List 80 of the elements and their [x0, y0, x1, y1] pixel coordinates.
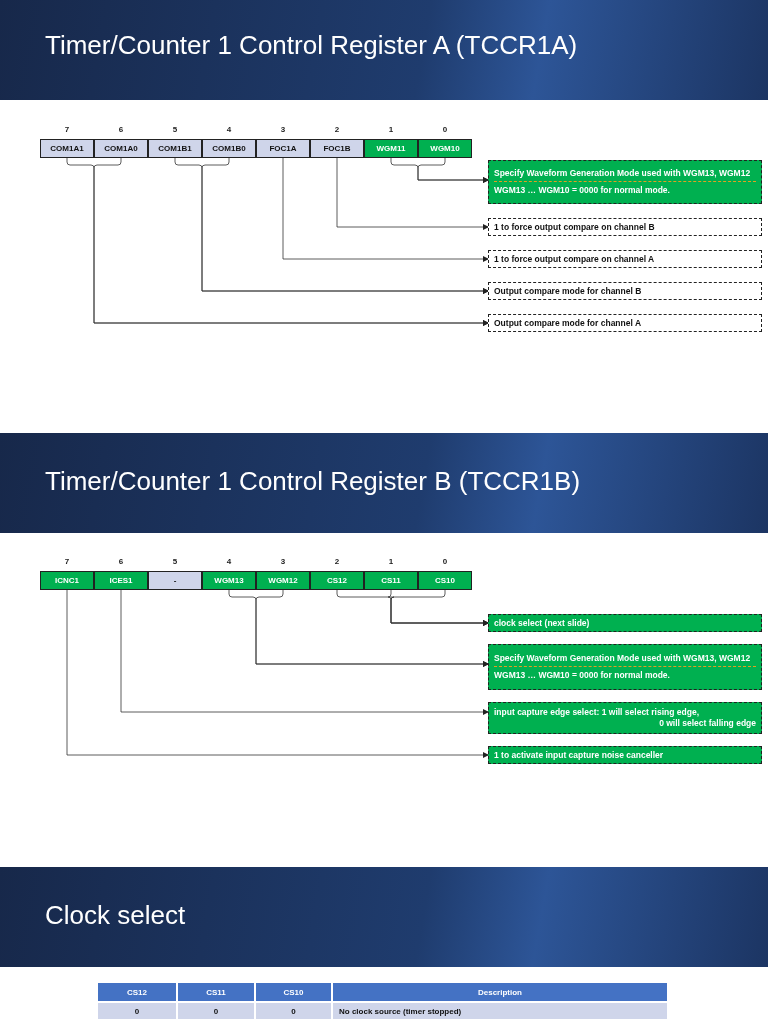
bit-number: 4	[225, 557, 233, 566]
register-bit-field	[202, 571, 256, 590]
description-text: input capture edge select: 1 will select rising edge,	[494, 707, 700, 718]
description-text: Specify Waveform Generation Mode used with WGM13, WGM12	[494, 168, 752, 179]
register-bit-field	[310, 571, 364, 590]
bit-name: WGM10	[430, 144, 460, 153]
table-cell: 0	[177, 1002, 255, 1020]
register-bit-field	[364, 139, 418, 158]
bit-number: 1	[387, 125, 395, 134]
register-bit-field	[40, 139, 94, 158]
register-bit-field	[256, 139, 310, 158]
description-box	[488, 250, 762, 268]
register-bit-field	[40, 571, 94, 590]
bit-name: ICNC1	[55, 576, 79, 585]
register-bit-field	[418, 139, 472, 158]
register-bit-field	[310, 139, 364, 158]
bit-number: 0	[441, 557, 449, 566]
slide-title: Timer/Counter 1 Control Register A (TCCR1A)	[45, 30, 578, 61]
bit-number: 3	[279, 557, 287, 566]
description-text: WGM13 … WGM10 = 0000 for normal mode.	[494, 666, 756, 681]
bit-number: 3	[279, 125, 287, 134]
bit-number: 5	[171, 557, 179, 566]
bit-name: CS10	[435, 576, 455, 585]
table-cell: 0	[255, 1002, 332, 1020]
table-header-cell: CS10	[255, 982, 332, 1002]
table-header-cell: CS12	[97, 982, 177, 1002]
description-text: 0 will select falling edge	[658, 718, 756, 729]
description-text: Output compare mode for channel B	[494, 285, 643, 297]
table-cell: 0	[97, 1002, 177, 1020]
register-bit-field	[94, 571, 148, 590]
register-bit-field	[418, 571, 472, 590]
table-cell: No clock source (timer stopped)	[332, 1002, 668, 1020]
register-bit-field	[148, 571, 202, 590]
bit-name: FOC1B	[323, 144, 351, 153]
bit-name: COM1B1	[158, 144, 192, 153]
bit-number: 6	[117, 125, 125, 134]
description-box	[488, 614, 762, 632]
bit-name: WGM13	[214, 576, 244, 585]
bit-number: 7	[63, 125, 71, 134]
bit-number: 5	[171, 125, 179, 134]
bit-name: COM1A1	[50, 144, 84, 153]
description-text: Output compare mode for channel A	[494, 317, 643, 329]
bit-name: WGM11	[376, 144, 406, 153]
table-header-cell: CS11	[177, 982, 255, 1002]
description-box	[488, 746, 762, 764]
description-box	[488, 314, 762, 332]
description-text: 1 to activate input capture noise canceller	[494, 749, 665, 761]
slide-title: Clock select	[45, 900, 186, 931]
bit-number: 1	[387, 557, 395, 566]
description-text: Specify Waveform Generation Mode used with WGM13, WGM12	[494, 653, 752, 664]
register-bit-field	[94, 139, 148, 158]
bit-name: -	[173, 576, 177, 585]
bit-name: FOC1A	[269, 144, 297, 153]
description-box	[488, 644, 762, 690]
description-box	[488, 282, 762, 300]
description-box	[488, 218, 762, 236]
bit-name: COM1A0	[104, 144, 138, 153]
description-box	[488, 702, 762, 734]
bit-number: 2	[333, 125, 341, 134]
bit-number: 0	[441, 125, 449, 134]
bit-name: WGM12	[268, 576, 298, 585]
description-text: 1 to force output compare on channel A	[494, 253, 656, 265]
description-text: 1 to force output compare on channel B	[494, 221, 656, 233]
description-text: clock select (next slide)	[494, 617, 591, 629]
register-bit-field	[202, 139, 256, 158]
bit-number: 4	[225, 125, 233, 134]
bit-name: ICES1	[109, 576, 133, 585]
slide-title: Timer/Counter 1 Control Register B (TCCR1B)	[45, 466, 581, 497]
bit-name: CS11	[381, 576, 401, 585]
bit-number: 7	[63, 557, 71, 566]
description-text: WGM13 … WGM10 = 0000 for normal mode.	[494, 181, 756, 196]
bit-name: COM1B0	[212, 144, 246, 153]
register-bit-field	[148, 139, 202, 158]
bit-number: 6	[117, 557, 125, 566]
bit-number: 2	[333, 557, 341, 566]
description-box	[488, 160, 762, 204]
table-header-cell: Description	[332, 982, 668, 1002]
register-bit-field	[364, 571, 418, 590]
bit-name: CS12	[327, 576, 347, 585]
register-bit-field	[256, 571, 310, 590]
